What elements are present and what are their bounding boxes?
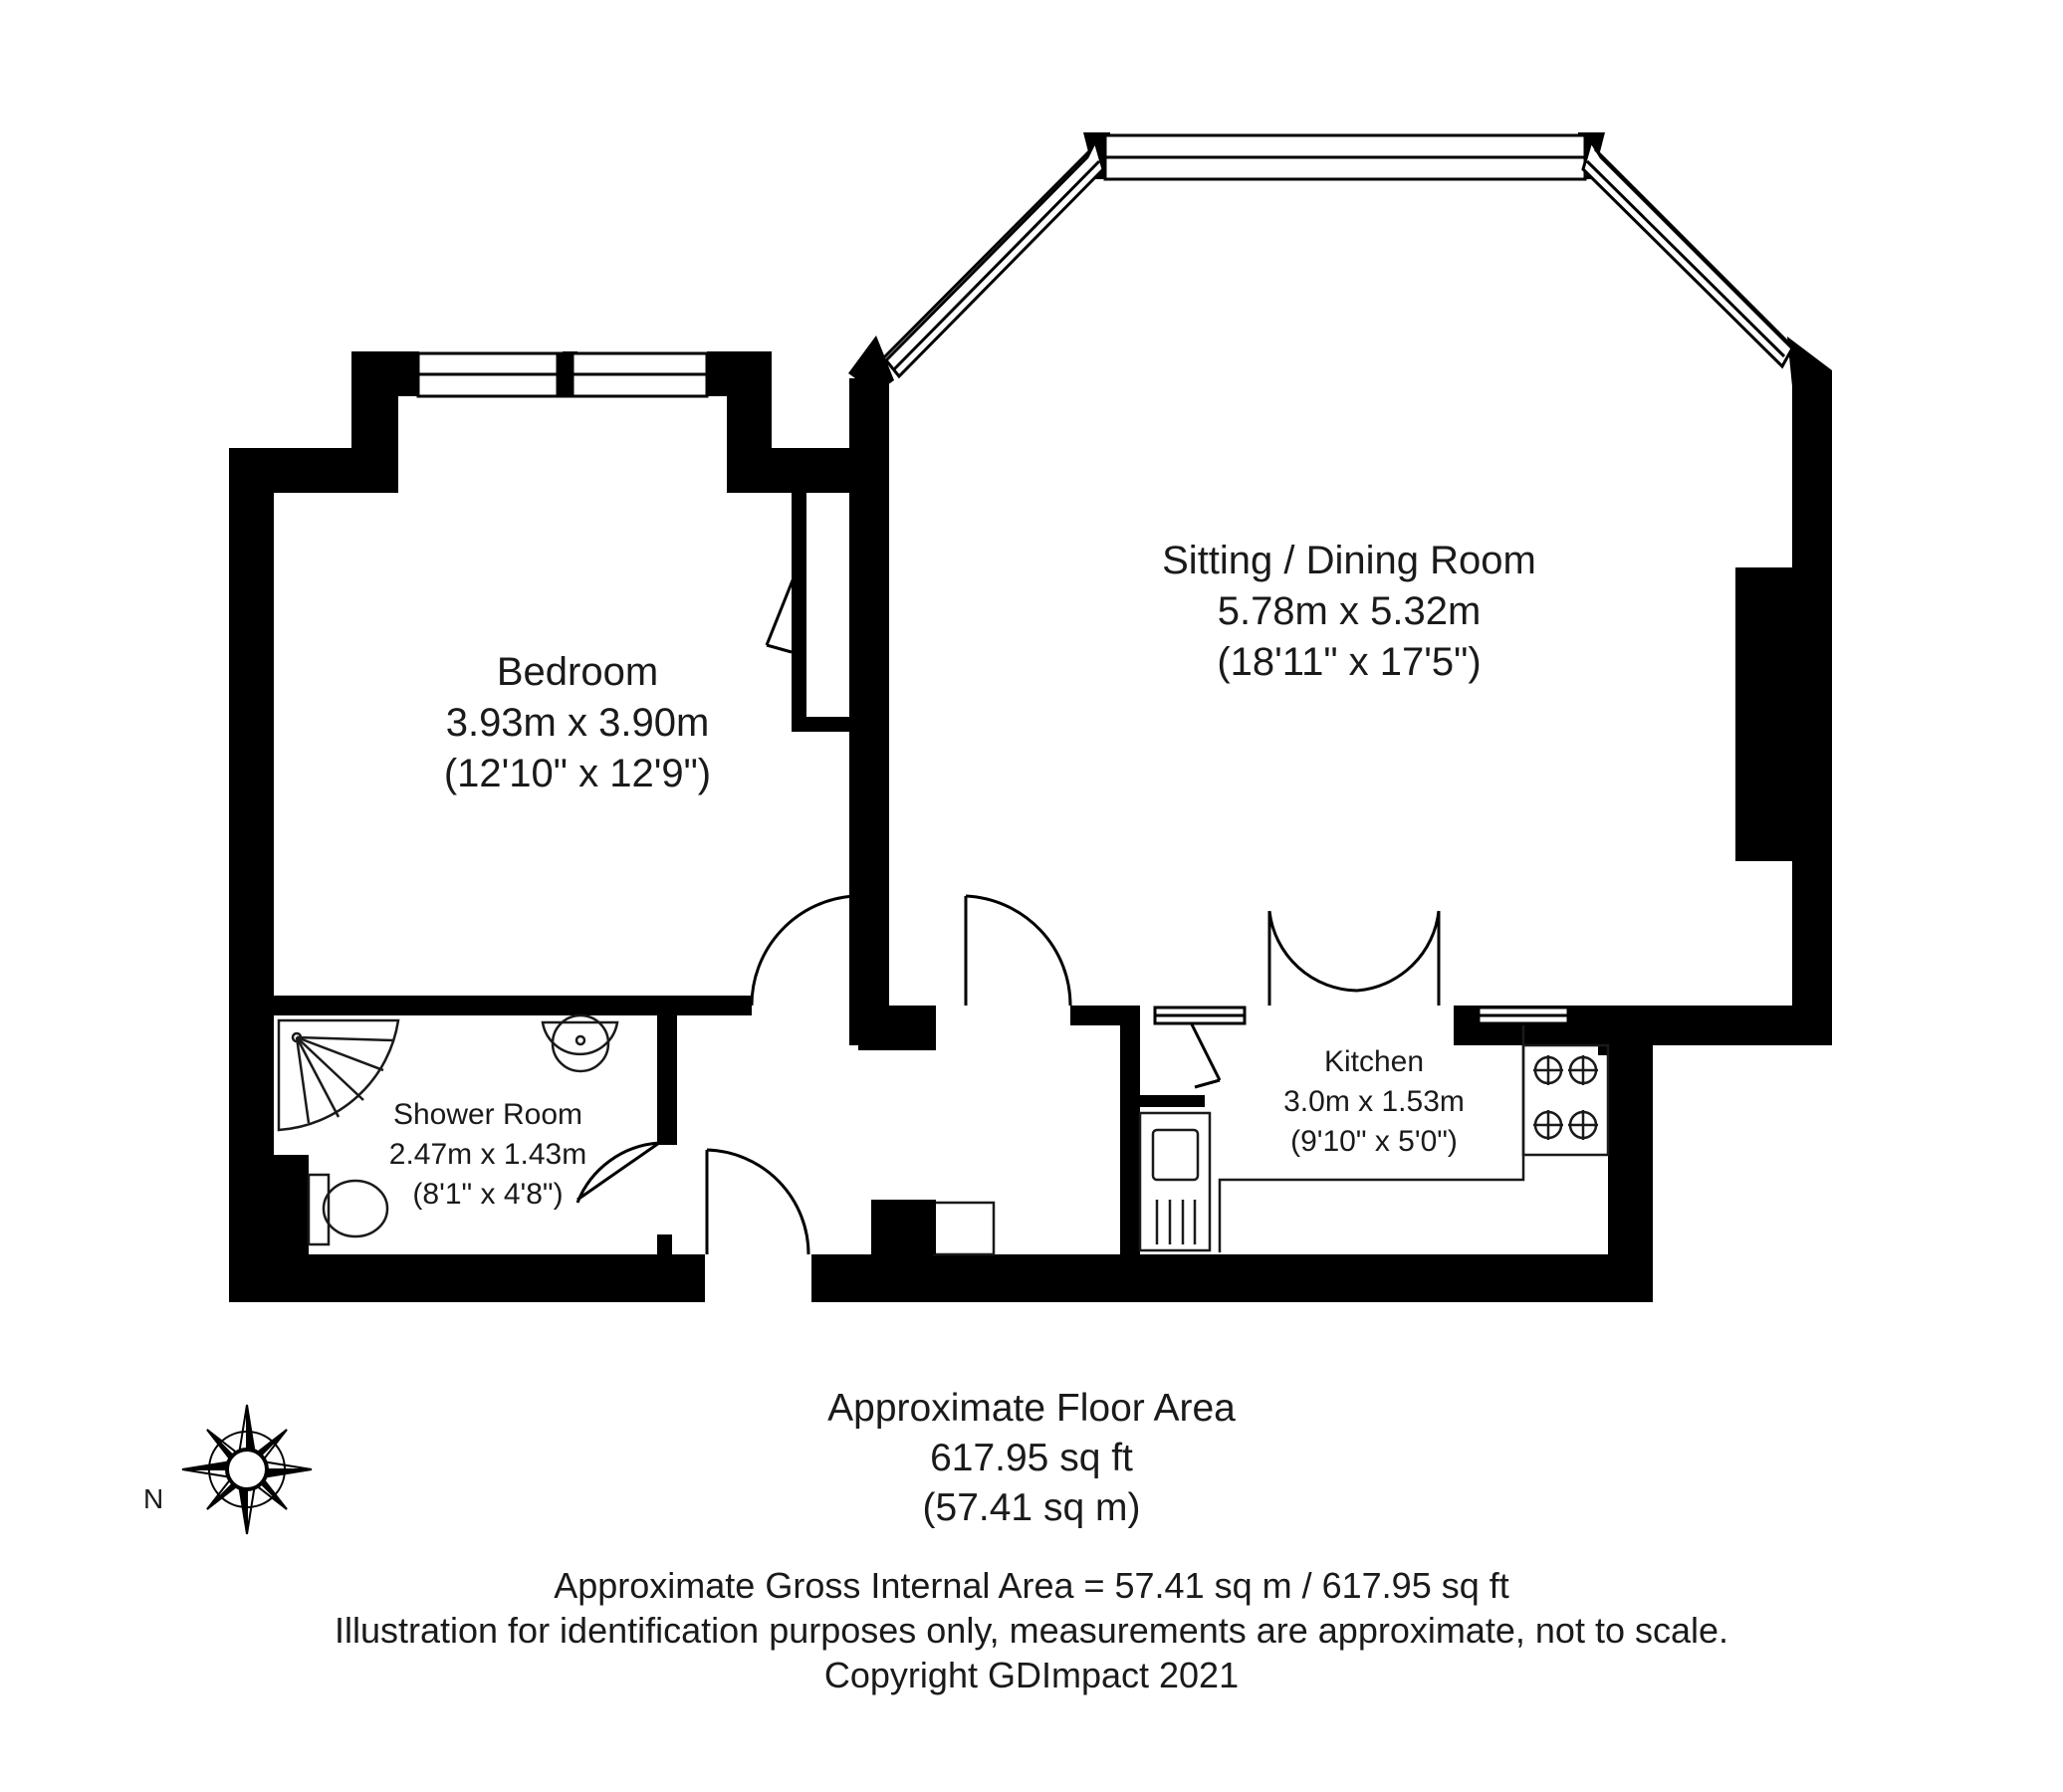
room-label-shower: Shower Room 2.47m x 1.43m (8'1" x 4'8"): [348, 1095, 627, 1215]
stair-block: [876, 1200, 936, 1254]
floor-area-sqm: (57.41 sq m): [922, 1486, 1141, 1529]
compass-north-label: N: [143, 1483, 164, 1514]
shower-room-metric: 2.47m x 1.43m: [388, 1138, 587, 1171]
copyright: Copyright GDImpact 2021: [823, 1655, 1240, 1695]
kitchen-units: [932, 1025, 1610, 1256]
sitting-room-walls: [848, 132, 1832, 1045]
floor-area-block: Approximate Floor Area 617.95 sq ft (57.…: [733, 1384, 1330, 1533]
shower-fixtures: [277, 1013, 619, 1246]
gross-internal-area: Approximate Gross Internal Area = 57.41 …: [554, 1565, 1509, 1606]
wardrobe: [765, 574, 797, 654]
floor-area-sqft: 617.95 sq ft: [930, 1437, 1133, 1479]
shower-room-name: Shower Room: [392, 1098, 583, 1131]
bedroom-walls: [229, 351, 889, 1299]
compass-icon: [181, 1404, 313, 1535]
shower-room-imperial: (8'1" x 4'8"): [412, 1178, 564, 1211]
floor-area-title: Approximate Floor Area: [827, 1387, 1236, 1430]
bedroom-metric: 3.93m x 3.90m: [445, 701, 710, 745]
sitting-room-imperial: (18'11" x 17'5"): [1217, 640, 1482, 684]
room-label-bedroom: Bedroom 3.93m x 3.90m (12'10" x 12'9"): [339, 647, 816, 799]
disclaimer: Illustration for identification purposes…: [334, 1610, 1729, 1651]
sitting-room-windows: [879, 133, 1794, 379]
lower-walls: [229, 1006, 1653, 1302]
room-label-kitchen: Kitchen 3.0m x 1.53m (9'10" x 5'0"): [1245, 1042, 1503, 1162]
bedroom-name: Bedroom: [496, 650, 659, 694]
kitchen-imperial: (9'10" x 5'0"): [1290, 1125, 1458, 1158]
sitting-room-name: Sitting / Dining Room: [1162, 539, 1536, 582]
doors: [575, 894, 1441, 1255]
room-label-sitting: Sitting / Dining Room 5.78m x 5.32m (18'…: [1050, 536, 1648, 688]
kitchen-metric: 3.0m x 1.53m: [1283, 1085, 1465, 1118]
bedroom-imperial: (12'10" x 12'9"): [443, 752, 712, 795]
bedroom-window: [416, 351, 709, 398]
kitchen-name: Kitchen: [1323, 1045, 1425, 1078]
footer-block: Approximate Gross Internal Area = 57.41 …: [185, 1563, 1878, 1697]
sitting-room-metric: 5.78m x 5.32m: [1217, 589, 1482, 633]
kitchen-windows: [1153, 1006, 1570, 1025]
